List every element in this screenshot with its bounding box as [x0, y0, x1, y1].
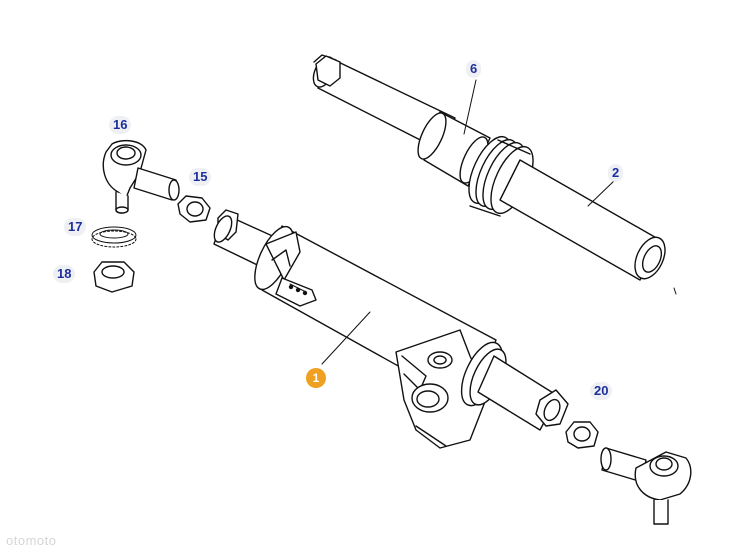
- callout-18[interactable]: 18: [53, 265, 76, 283]
- callout-17[interactable]: 17: [64, 218, 87, 236]
- washer-17: [91, 226, 137, 248]
- cylinder-body: [213, 209, 569, 449]
- callout-15[interactable]: 15: [189, 168, 212, 186]
- callout-16[interactable]: 16: [109, 116, 132, 134]
- nut-right: [565, 421, 599, 449]
- leader-6: [463, 79, 477, 135]
- leader-2: [587, 179, 616, 207]
- leader-1: [321, 311, 371, 365]
- tie-rod-end-right: [600, 447, 692, 525]
- nut-18: [93, 261, 135, 293]
- watermark: otomoto: [6, 533, 57, 548]
- callout-1[interactable]: 1: [306, 368, 326, 388]
- callout-20[interactable]: 20: [590, 382, 613, 400]
- callout-2[interactable]: 2: [608, 164, 624, 182]
- callout-6[interactable]: 6: [466, 60, 482, 78]
- tie-rod-end-left: [102, 139, 180, 214]
- nut-15: [177, 195, 211, 223]
- piston-rod-assembly: [312, 54, 666, 281]
